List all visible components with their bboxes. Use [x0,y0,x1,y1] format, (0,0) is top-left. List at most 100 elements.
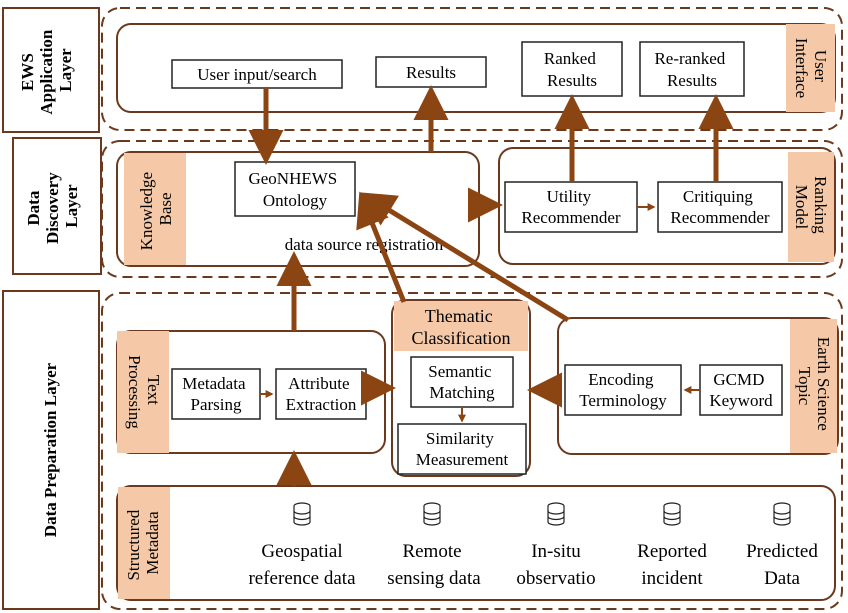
ranking-model-line2: Model [792,185,811,230]
svg-text:Text Processing: Text Processing [125,355,163,429]
layer-discovery-line1: Data [24,190,43,225]
layer-application-line3: Layer [56,48,75,92]
user-interface-line1: User [811,50,830,82]
application-layer-frame [101,7,843,131]
similarity-line1: Similarity [426,429,495,448]
svg-text:Utility Recommender: Utility Recommender [521,187,620,227]
gcmd-keyword-box: GCMD Keyword [699,364,783,416]
svg-text:Thematic Classification: Thematic Classification [412,306,511,348]
critiquing-line1: Critiquing [683,187,753,206]
attribute-extraction-line1: Attribute [288,374,349,393]
encoding-line1: Encoding [588,370,654,389]
layer-preparation-text: Data Preparation Layer [41,362,60,537]
layer-application-line2: Application [37,29,56,115]
svg-text:GCMD Keyword: GCMD Keyword [709,370,773,410]
utility-recommender-box: Utility Recommender [504,181,638,233]
reranked-results-box: Re-ranked Results [639,41,745,97]
user-interface-line2: Interface [792,38,811,98]
database-icon [293,502,311,526]
svg-text:Structured Metadata: Structured Metadata [124,505,162,580]
ranked-results-box: Ranked Results [521,41,623,97]
data-source-remote: Remote sensing data [387,502,481,589]
thematic-line1: Thematic [425,306,493,326]
source-line1: Predicted [746,541,818,562]
discovery-layer-frame [101,140,843,278]
semantic-matching-box: Semantic Matching [410,356,514,408]
knowledge-base-label: Knowledge Base [124,153,186,265]
preparation-layer-frame [101,292,843,610]
svg-text:Ranked Results: Ranked Results [544,49,600,90]
knowledge-base-line1: Knowledge [137,172,156,250]
layer-label-application: EWS Application Layer [2,7,100,133]
svg-text:Data Discovery Lay: Data Discovery Layer [24,168,81,244]
layer-label-discovery: Data Discovery Layer [12,137,102,275]
data-source-geospatial: Geospatial reference data [248,502,356,589]
database-icon [663,502,681,526]
reranked-results-line1: Re-ranked [654,49,725,68]
svg-text:Attribute Extraction: Attribute Extraction [286,374,357,414]
semantic-matching-line1: Semantic [428,362,492,381]
structured-metadata-label: Structured Metadata [118,487,170,599]
svg-text:Earth Science Topic: Earth Science Topic [795,337,833,435]
layer-discovery-line2: Discovery [43,172,62,244]
earth-science-label: Earth Science Topic [790,319,837,453]
gcmd-line1: GCMD [713,370,764,389]
ranked-results-line2: Results [547,71,597,90]
metadata-parsing-line2: Parsing [191,395,243,414]
thematic-classification-label: Thematic Classification [394,301,528,351]
svg-text:Critiquing Recommender: Critiquing Recommender [670,187,769,227]
ontology-box: GeoNHEWS Ontology [234,161,356,217]
source-line1: In-situ [531,541,581,562]
critiquing-line2: Recommender [670,208,769,227]
svg-text:Similarity Measurement: Similarity Measurement [416,429,509,469]
svg-text:Knowledge Base: Knowledge Base [137,168,175,251]
thematic-line2: Classification [412,328,511,348]
source-line1: Reported [637,541,707,562]
similarity-line2: Measurement [416,450,509,469]
encoding-line2: Terminology [579,391,667,410]
semantic-matching-line2: Matching [429,383,495,402]
metadata-parsing-box: Metadata Parsing [171,368,261,420]
layer-application-line1: EWS [18,53,37,91]
attribute-extraction-line2: Extraction [286,395,357,414]
layer-discovery-line3: Layer [62,184,81,228]
source-line2: reference data [248,568,356,589]
ranked-results-line1: Ranked [544,49,596,68]
earth-science-line2: Topic [795,367,814,406]
ontology-line1: GeoNHEWS [248,169,337,188]
svg-text:EWS Application La: EWS Application Layer [18,25,75,114]
source-line1: Remote [402,541,461,562]
structured-metadata-line2: Metadata [143,511,162,575]
arrow-earth-to-ontology [360,192,570,323]
database-icon [547,502,565,526]
user-interface-label: User Interface [786,24,835,112]
svg-text:User Interface: User Interface [792,38,830,98]
metadata-parsing-line1: Metadata [182,374,246,393]
ranking-model-label: Ranking Model [788,152,834,262]
source-line2: sensing data [387,568,481,589]
layer-label-preparation: Data Preparation Layer [2,290,100,610]
text-processing-line2: Processing [125,355,144,429]
user-input-text: User input/search [197,65,317,84]
source-line2: incident [641,568,703,589]
data-source-predicted: Predicted Data [746,502,818,589]
attribute-extraction-box: Attribute Extraction [275,368,367,420]
data-source-reported: Reported incident [637,502,707,589]
reranked-results-line2: Results [667,71,717,90]
svg-text:Metadata Parsing: Metadata Parsing [182,374,250,414]
data-source-insitu: In-situ observatio [516,502,596,589]
critiquing-recommender-box: Critiquing Recommender [657,181,783,233]
earth-science-line1: Earth Science [814,337,833,431]
svg-text:Encoding Terminology: Encoding Terminology [579,370,667,410]
svg-text:Re-ranked Results: Re-ranked Results [654,49,729,90]
utility-line1: Utility [547,187,592,206]
structured-metadata-line1: Structured [124,509,143,580]
source-line2: Data [764,568,800,589]
database-icon [423,502,441,526]
source-line2: observatio [516,568,595,589]
svg-text:GeoNHEWS Ontology: GeoNHEWS Ontology [248,169,341,210]
svg-text:Semantic Matching: Semantic Matching [428,362,496,402]
ranking-model-line1: Ranking [811,176,830,234]
similarity-measurement-box: Similarity Measurement [397,423,527,475]
